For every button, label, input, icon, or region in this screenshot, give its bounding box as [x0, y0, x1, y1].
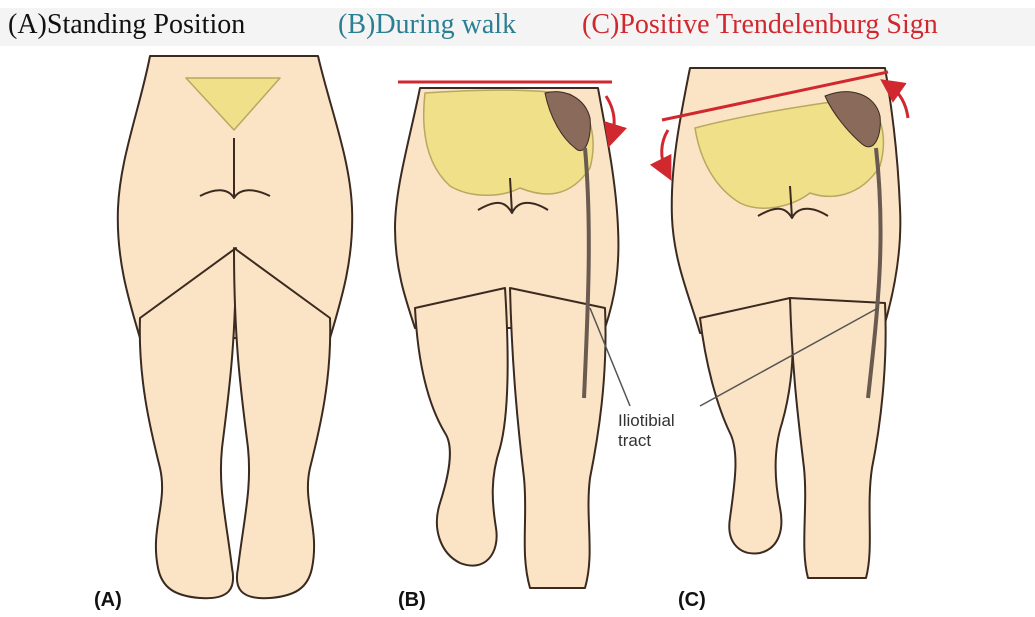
panel-b-walking-figure [395, 88, 618, 588]
panel-a-standing-figure [118, 56, 352, 598]
trendelenburg-figure: Iliotibial tract (A) (B) (C) [0, 48, 1035, 612]
title-positive-trendelenburg-sign: (C)Positive Trendelenburg Sign [582, 6, 938, 44]
panel-b-stance-leg [510, 288, 606, 588]
panel-b-tilt-arrow-icon [606, 96, 614, 136]
title-standing-position: (A)Standing Position [8, 6, 245, 44]
panel-c-raised-leg [700, 298, 793, 553]
panel-label-a: (A) [94, 589, 122, 611]
title-during-walk: (B)During walk [338, 6, 516, 44]
panel-c-drop-arrow-icon [662, 130, 668, 170]
figure-header: (A)Standing Position (B)During walk (C)P… [0, 0, 1035, 48]
panel-label-b: (B) [398, 589, 426, 611]
panel-c-stance-leg [790, 298, 886, 578]
panel-c-trendelenburg-figure [672, 68, 901, 578]
callout-tract: tract [618, 431, 651, 450]
panel-label-c: (C) [678, 589, 706, 611]
panel-b-raised-leg [415, 288, 508, 566]
callout-iliotibial: Iliotibial [618, 411, 675, 430]
